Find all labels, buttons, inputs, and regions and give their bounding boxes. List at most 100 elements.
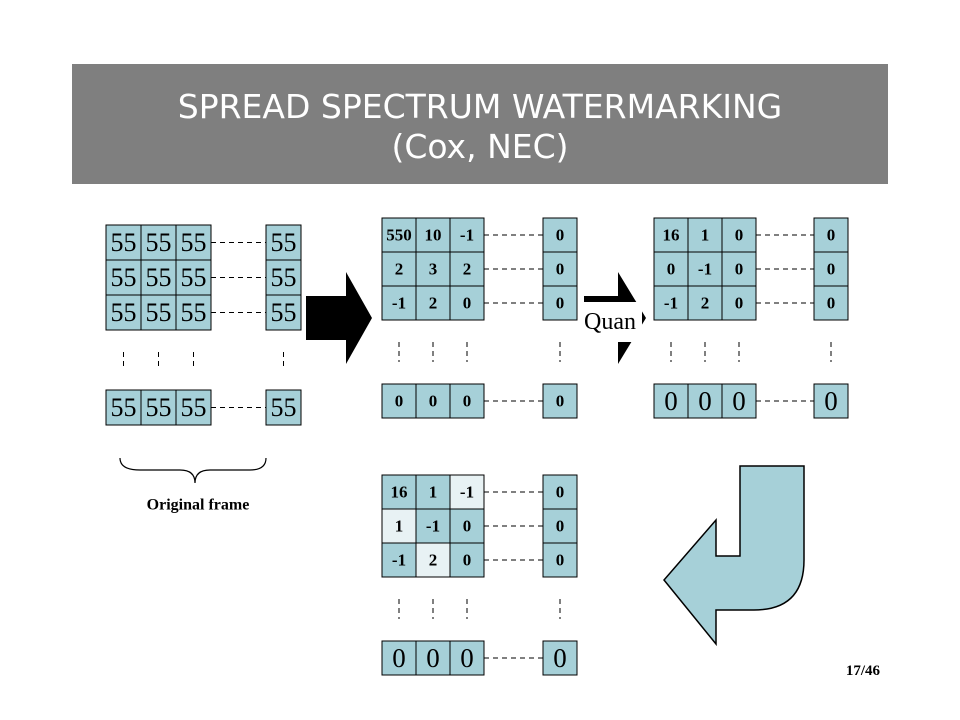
matrix-cell bbox=[140, 294, 177, 331]
cell-value: 55 bbox=[146, 263, 172, 292]
title-bar: SPREAD SPECTRUM WATERMARKING (Cox, NEC) bbox=[72, 64, 888, 184]
matrix-cell bbox=[542, 640, 578, 676]
cell-value: 0 bbox=[735, 226, 744, 245]
cell-value: 55 bbox=[111, 298, 137, 327]
original-frame-block bbox=[105, 224, 302, 426]
forward-arrow bbox=[306, 272, 372, 364]
matrix-cell bbox=[381, 542, 417, 578]
cell-value: 55 bbox=[271, 393, 297, 422]
cell-value: 0 bbox=[827, 226, 836, 245]
cell-value: 0 bbox=[463, 551, 472, 570]
cell-value: 0 bbox=[463, 294, 472, 313]
matrix-cell bbox=[687, 383, 723, 419]
cell-value: 0 bbox=[735, 260, 744, 279]
cell-value: 10 bbox=[425, 226, 442, 245]
matrix-cell bbox=[449, 285, 485, 321]
matrix-cell bbox=[381, 508, 417, 544]
matrix-cell bbox=[415, 383, 451, 419]
cell-value: 550 bbox=[386, 226, 412, 245]
cell-value: 0 bbox=[732, 386, 746, 416]
matrix-cell bbox=[542, 508, 578, 544]
cell-value: 2 bbox=[429, 294, 438, 313]
cell-value: 0 bbox=[556, 226, 565, 245]
matrix-cell bbox=[687, 217, 723, 253]
matrix-cell bbox=[721, 251, 757, 287]
cell-value: 2 bbox=[463, 260, 472, 279]
matrix-cell bbox=[721, 383, 757, 419]
cell-value: 0 bbox=[698, 386, 712, 416]
cell-value: 0 bbox=[827, 294, 836, 313]
cell-value: 0 bbox=[392, 643, 406, 673]
cell-value: 55 bbox=[181, 298, 207, 327]
matrix-cell bbox=[653, 383, 689, 419]
cell-value: -1 bbox=[698, 260, 712, 279]
watermarked-block bbox=[381, 474, 578, 676]
matrix-cell bbox=[381, 474, 417, 510]
page-number: 17/46 bbox=[845, 663, 880, 679]
cell-value: 1 bbox=[395, 517, 404, 536]
matrix-cell bbox=[721, 285, 757, 321]
cell-value: 55 bbox=[111, 393, 137, 422]
matrix-cell bbox=[813, 217, 849, 253]
cell-value: 0 bbox=[463, 517, 472, 536]
cell-value: 55 bbox=[271, 263, 297, 292]
cell-value: 55 bbox=[146, 228, 172, 257]
matrix-cell bbox=[105, 389, 142, 426]
cell-value: 55 bbox=[146, 393, 172, 422]
cell-value: 3 bbox=[429, 260, 438, 279]
cell-value: -1 bbox=[392, 551, 406, 570]
quantize-label-bg bbox=[582, 302, 642, 342]
cell-value: 0 bbox=[395, 392, 404, 411]
matrix-cell bbox=[381, 217, 417, 253]
cell-value: 0 bbox=[556, 483, 565, 502]
cell-value: 2 bbox=[395, 260, 404, 279]
matrix-cell bbox=[415, 508, 451, 544]
matrix-cell bbox=[381, 251, 417, 287]
slide-title: SPREAD SPECTRUM WATERMARKING bbox=[177, 87, 783, 126]
cell-value: 0 bbox=[429, 392, 438, 411]
cell-value: 55 bbox=[111, 228, 137, 257]
matrix-cell bbox=[175, 259, 212, 296]
matrix-cell bbox=[415, 474, 451, 510]
cell-value: 0 bbox=[556, 551, 565, 570]
cell-value: -1 bbox=[426, 517, 440, 536]
cell-value: 0 bbox=[667, 260, 676, 279]
cell-value: -1 bbox=[664, 294, 678, 313]
matrix-cell bbox=[653, 251, 689, 287]
cell-value: 0 bbox=[426, 643, 440, 673]
cell-value: -1 bbox=[460, 483, 474, 502]
cell-value: 55 bbox=[181, 263, 207, 292]
quantized-block bbox=[653, 217, 849, 419]
cell-value: 0 bbox=[556, 260, 565, 279]
matrix-cell bbox=[415, 542, 451, 578]
cell-value: 1 bbox=[701, 226, 710, 245]
cell-value: -1 bbox=[392, 294, 406, 313]
cell-value: 55 bbox=[271, 228, 297, 257]
cell-value: 0 bbox=[553, 643, 567, 673]
matrix-cell bbox=[415, 640, 451, 676]
matrix-cell bbox=[381, 640, 417, 676]
cell-value: 55 bbox=[271, 298, 297, 327]
cell-value: 55 bbox=[181, 393, 207, 422]
original-frame-brace bbox=[119, 457, 267, 484]
matrix-cell bbox=[653, 285, 689, 321]
matrix-cell bbox=[449, 640, 485, 676]
cell-value: 16 bbox=[663, 226, 680, 245]
matrix-cell bbox=[542, 285, 578, 321]
matrix-cell bbox=[449, 542, 485, 578]
cell-value: 0 bbox=[556, 517, 565, 536]
cell-value: 16 bbox=[391, 483, 408, 502]
matrix-cell bbox=[449, 383, 485, 419]
cell-value: 55 bbox=[181, 228, 207, 257]
slide-subtitle: (Cox, NEC) bbox=[391, 127, 569, 166]
cell-value: 2 bbox=[429, 551, 438, 570]
matrix-cell bbox=[265, 294, 302, 331]
cell-value: -1 bbox=[460, 226, 474, 245]
cell-value: 0 bbox=[664, 386, 678, 416]
matrix-cell bbox=[813, 285, 849, 321]
quantize-arrow-label: Quan bbox=[584, 309, 636, 335]
matrix-cell bbox=[265, 259, 302, 296]
matrix-cell bbox=[415, 285, 451, 321]
cell-value: 55 bbox=[146, 298, 172, 327]
